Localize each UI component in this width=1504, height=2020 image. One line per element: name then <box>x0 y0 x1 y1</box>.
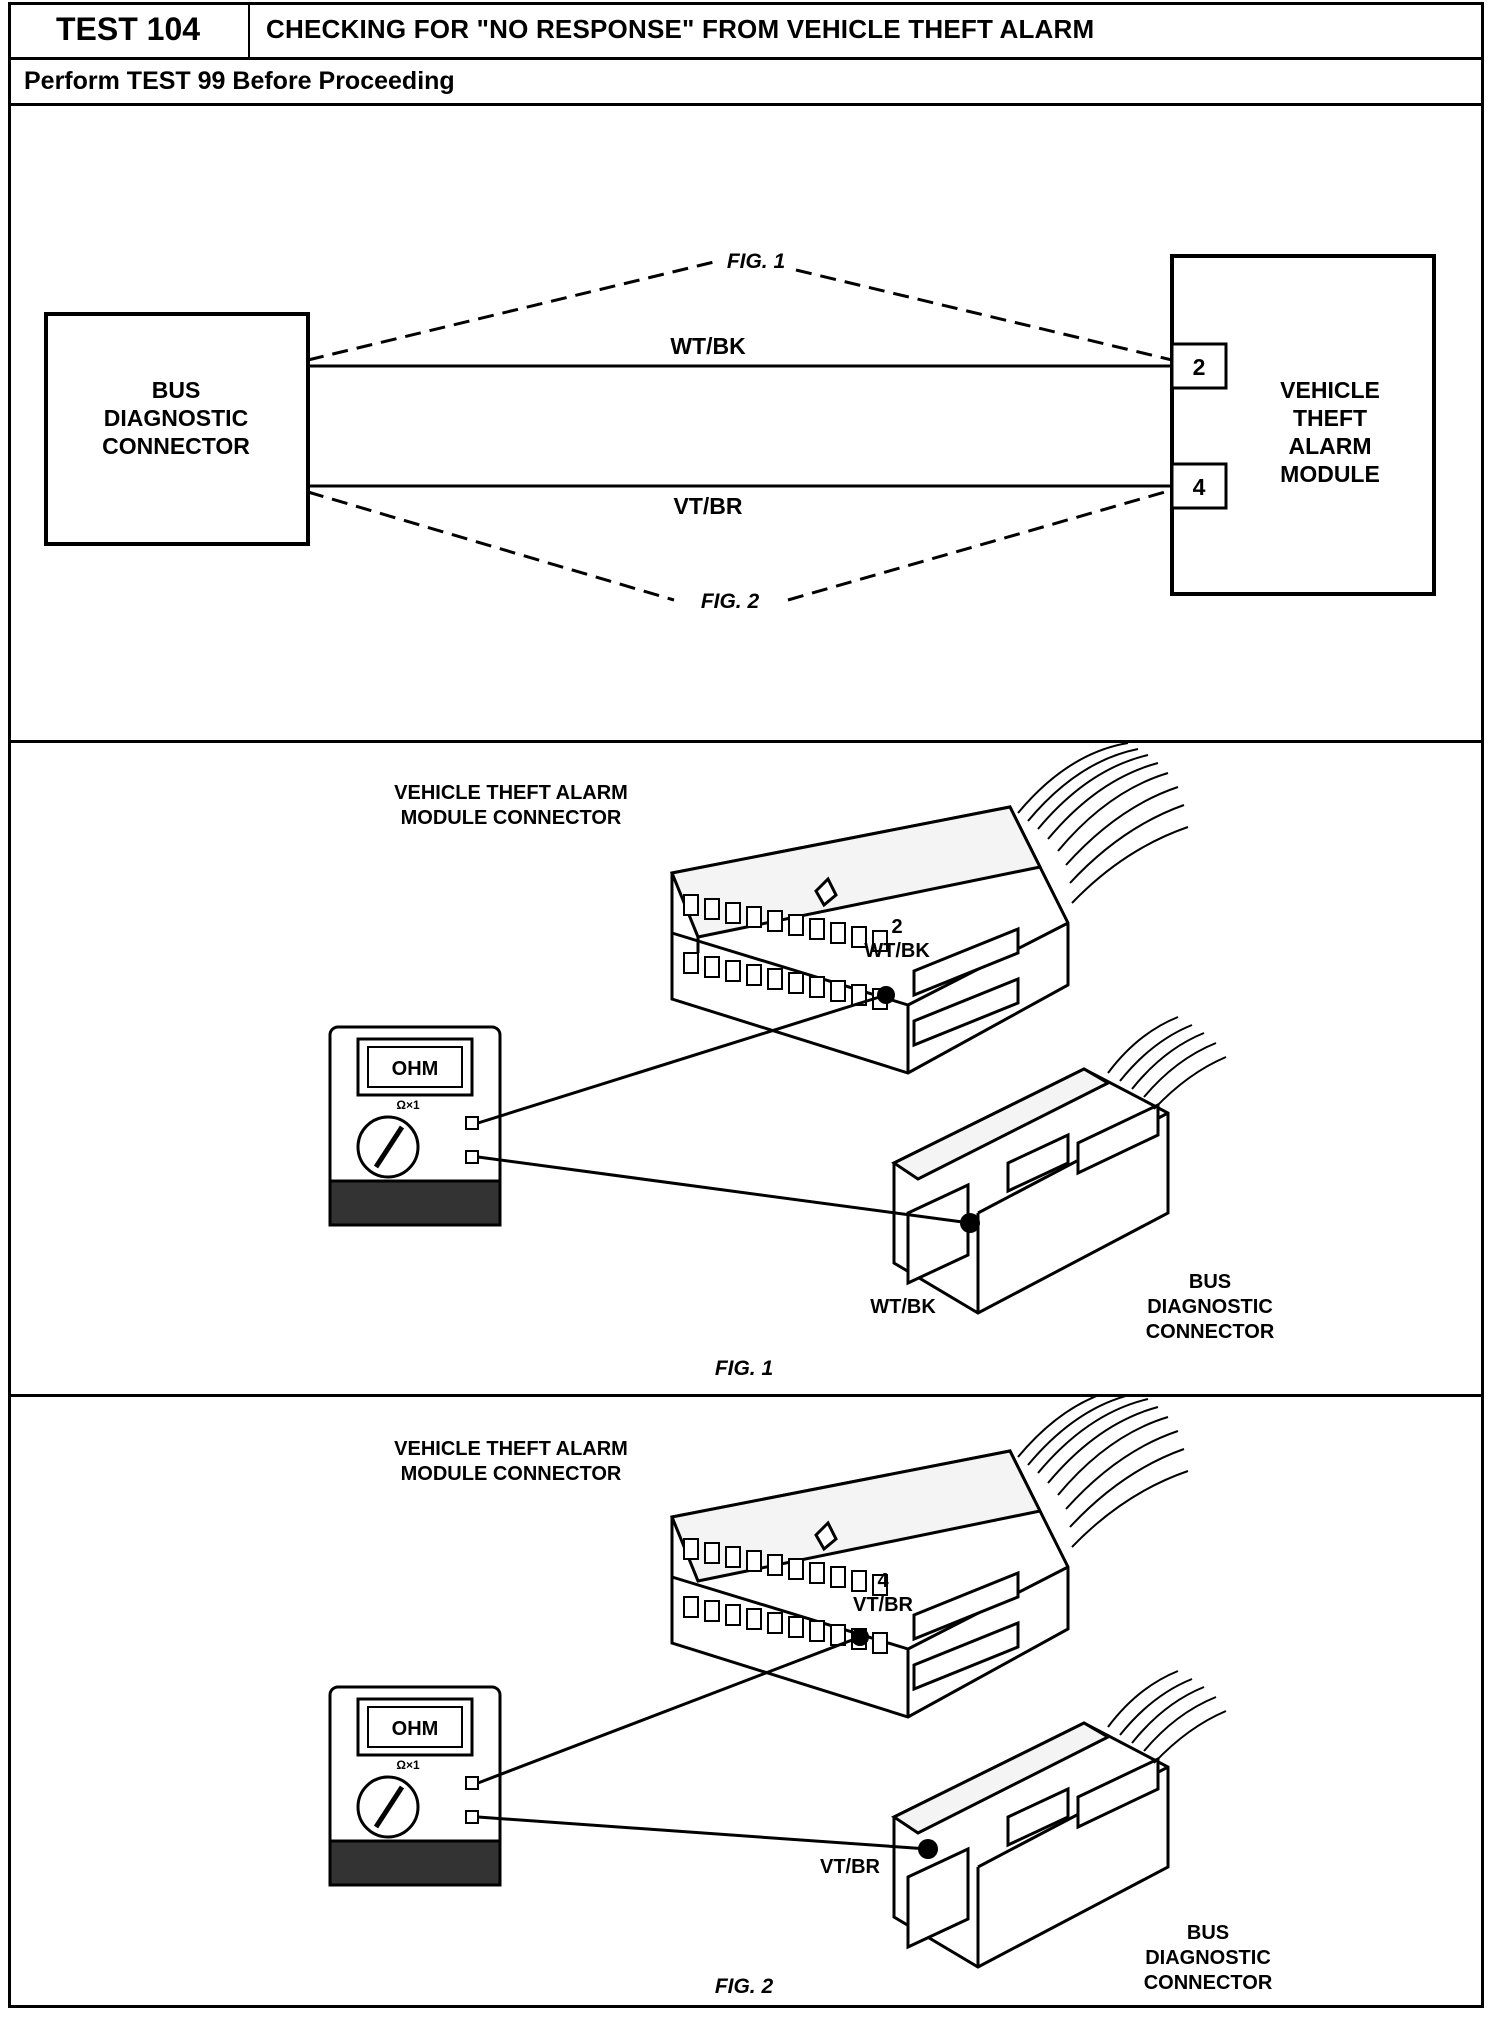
ohmmeter <box>328 1025 502 1227</box>
module-connector <box>669 1449 1070 1719</box>
bus-label-line2: DIAGNOSTIC <box>1145 1947 1271 1969</box>
meter-range-text: Ω×1 <box>396 1758 420 1772</box>
module-connector-label-line2: MODULE CONNECTOR <box>401 1463 622 1485</box>
wire-bottom-label: VT/BR <box>674 493 743 519</box>
module-wire-harness <box>1017 1397 1189 1548</box>
fig1-caption: FIG. 1 <box>715 1357 773 1380</box>
bus-wire-harness <box>1107 1016 1227 1110</box>
left-block-line2: DIAGNOSTIC <box>104 405 248 431</box>
bus-diagnostic-connector-block <box>44 312 310 546</box>
pin-4-label: 4 <box>1193 474 1206 500</box>
bus-label-line3: CONNECTOR <box>1144 1972 1273 1994</box>
bus-wire-label: VT/BR <box>820 1856 881 1878</box>
fig2-dashed-reference <box>307 488 1173 602</box>
module-connector-label-line1: VEHICLE THEFT ALARM <box>394 1438 628 1460</box>
test-lead-red <box>477 993 887 1125</box>
fig2-reference-label: FIG. 2 <box>701 590 760 613</box>
fig1-dashed-reference <box>307 260 1173 362</box>
pin-2-box <box>1170 342 1228 390</box>
pin-2-label: 2 <box>1193 354 1206 380</box>
bus-diagnostic-connector <box>891 1721 1170 1969</box>
ohmmeter <box>328 1685 502 1887</box>
bus-label-line3: CONNECTOR <box>1146 1321 1275 1343</box>
test-header: TEST 104 CHECKING FOR "NO RESPONSE" FROM… <box>8 2 1484 60</box>
meter-display-text: OHM <box>392 1718 439 1740</box>
module-wire-harness <box>1017 743 1189 904</box>
pin-wire-label: WT/BK <box>864 940 930 962</box>
pin-wire-label: VT/BR <box>853 1594 914 1616</box>
pin-number-label: 4 <box>877 1570 889 1592</box>
page-frame <box>8 2 1484 2008</box>
section-divider <box>8 740 1484 743</box>
module-connector <box>669 805 1070 1075</box>
fig2-caption: FIG. 2 <box>715 1975 774 1998</box>
pin-number-label: 2 <box>891 916 902 938</box>
fig1-reference-label: FIG. 1 <box>727 250 785 273</box>
left-block-line3: CONNECTOR <box>102 433 250 459</box>
section-divider <box>8 1394 1484 1397</box>
bus-label-line1: BUS <box>1189 1271 1231 1293</box>
module-connector-label-line2: MODULE CONNECTOR <box>401 807 622 829</box>
fig2-illustration: OHM Ω×1 VEHICLE THEFT ALARM MODULE CONNE… <box>328 1397 1273 1998</box>
test-lead-black <box>477 1815 929 1851</box>
wiring-schematic: BUS DIAGNOSTIC CONNECTOR 2 4 VEHICLE THE… <box>44 250 1436 613</box>
module-connector-label-line1: VEHICLE THEFT ALARM <box>394 782 628 804</box>
right-block-line4: MODULE <box>1280 461 1380 487</box>
meter-range-text: Ω×1 <box>396 1098 420 1112</box>
right-block-line3: ALARM <box>1288 433 1371 459</box>
meter-display-text: OHM <box>392 1058 439 1080</box>
right-block-line2: THEFT <box>1293 405 1367 431</box>
vehicle-theft-alarm-module-block <box>1170 254 1436 596</box>
bus-label-line1: BUS <box>1187 1922 1229 1944</box>
bus-wire-harness <box>1107 1670 1227 1764</box>
bus-diagnostic-connector <box>891 1067 1170 1315</box>
pin-4-box <box>1170 462 1228 510</box>
bus-wire-label: WT/BK <box>870 1296 936 1318</box>
fig1-illustration: OHM Ω×1 VEHICLE THEFT ALARM MODULE CONNE… <box>328 743 1275 1380</box>
module-connector-cavities <box>683 894 888 1010</box>
test-lead-red <box>477 1635 861 1785</box>
module-connector-cavities <box>683 1538 888 1654</box>
bus-label-line2: DIAGNOSTIC <box>1147 1296 1273 1318</box>
wire-top-label: WT/BK <box>670 333 746 359</box>
test-id: TEST 104 <box>8 2 250 57</box>
left-block-line1: BUS <box>152 377 201 403</box>
test-lead-black <box>477 1155 971 1225</box>
right-block-line1: VEHICLE <box>1280 377 1380 403</box>
test-title: CHECKING FOR "NO RESPONSE" FROM VEHICLE … <box>266 14 1095 44</box>
prerequisite-note: Perform TEST 99 Before Proceeding <box>8 60 1484 106</box>
